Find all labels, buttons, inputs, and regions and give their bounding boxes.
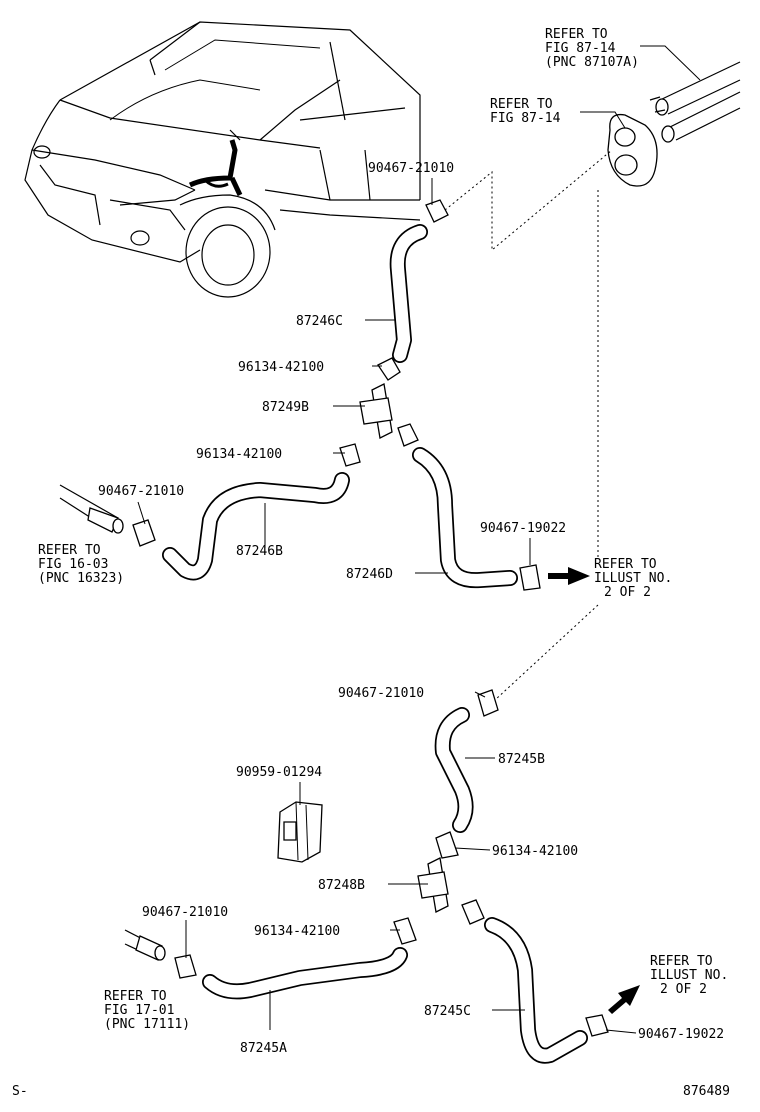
retainer-clip-icon [277, 801, 323, 863]
heater-flange [607, 113, 658, 187]
clamp-icon [174, 689, 609, 1037]
refer-left-line3: (PNC 16323) [38, 571, 124, 586]
refer-mid-line1: REFER TO [490, 97, 553, 112]
pipe-fig-17-01 [124, 929, 166, 961]
part-number-hose: 87246B [236, 544, 283, 559]
part-number-clamp: 90467-19022 [480, 521, 566, 536]
labels: REFER TO FIG 87-14 (PNC 87107A) REFER TO… [12, 27, 730, 1099]
clamp-icon [132, 199, 541, 591]
joint-87249B [359, 383, 393, 439]
refer-top-line3: (PNC 87107A) [545, 55, 639, 70]
part-number-joint: 87249B [262, 400, 309, 415]
refer-left-line1: REFER TO [38, 543, 101, 558]
refer-top-line2: FIG 87-14 [545, 41, 616, 56]
hose-87245C [484, 917, 588, 1064]
part-number-joint: 87248B [318, 878, 365, 893]
refer-mid-line2: FIG 87-14 [490, 111, 561, 126]
arrow-right-icon [548, 567, 590, 585]
refer-left-line2: FIG 16-03 [38, 557, 108, 572]
part-number-hose: 87245A [240, 1041, 287, 1056]
part-number-clip: 96134-42100 [254, 924, 340, 939]
refer-illust-line3: 2 OF 2 [604, 585, 651, 600]
part-number-clamp: 90467-19022 [638, 1027, 724, 1042]
vehicle-front-icon [24, 21, 421, 298]
hose-87246B [162, 472, 350, 581]
arrow-up-right-icon [608, 985, 640, 1014]
connector-line [494, 604, 599, 701]
refer-illust2-line2: ILLUST NO. [650, 968, 728, 983]
refer-left2-line2: FIG 17-01 [104, 1003, 174, 1018]
refer-left2-line3: (PNC 17111) [104, 1017, 190, 1032]
part-number-hose: 87246D [346, 567, 393, 582]
part-number-retainer: 90959-01294 [236, 765, 322, 780]
refer-illust-line1: REFER TO [594, 557, 657, 572]
part-number-hose: 87246C [296, 314, 343, 329]
hose-87245B [434, 707, 474, 833]
hose-87245A [202, 947, 408, 1000]
heater-pipes [649, 61, 741, 143]
diagram-number: 876489 [683, 1084, 730, 1099]
part-number-clamp: 90467-21010 [368, 161, 454, 176]
refer-illust2-line1: REFER TO [650, 954, 713, 969]
refer-left2-line1: REFER TO [104, 989, 167, 1004]
hose-87246C [389, 224, 428, 363]
joint-87248B [417, 857, 449, 913]
hose-87246D [412, 447, 518, 589]
refer-illust-line2: ILLUST NO. [594, 571, 672, 586]
part-number-clip: 96134-42100 [492, 844, 578, 859]
part-number-clamp: 90467-21010 [142, 905, 228, 920]
leader-lines [137, 45, 701, 1034]
refer-top-line1: REFER TO [545, 27, 608, 42]
part-number-clip: 96134-42100 [196, 447, 282, 462]
connector-line [444, 149, 613, 252]
part-number-hose: 87245C [424, 1004, 471, 1019]
corner-mark: S- [12, 1084, 28, 1099]
part-number-hose: 87245B [498, 752, 545, 767]
part-number-clip: 96134-42100 [238, 360, 324, 375]
part-number-clamp: 90467-21010 [98, 484, 184, 499]
pipe-fig-16-03 [59, 484, 124, 534]
part-number-clamp: 90467-21010 [338, 686, 424, 701]
refer-illust2-line3: 2 OF 2 [660, 982, 707, 997]
